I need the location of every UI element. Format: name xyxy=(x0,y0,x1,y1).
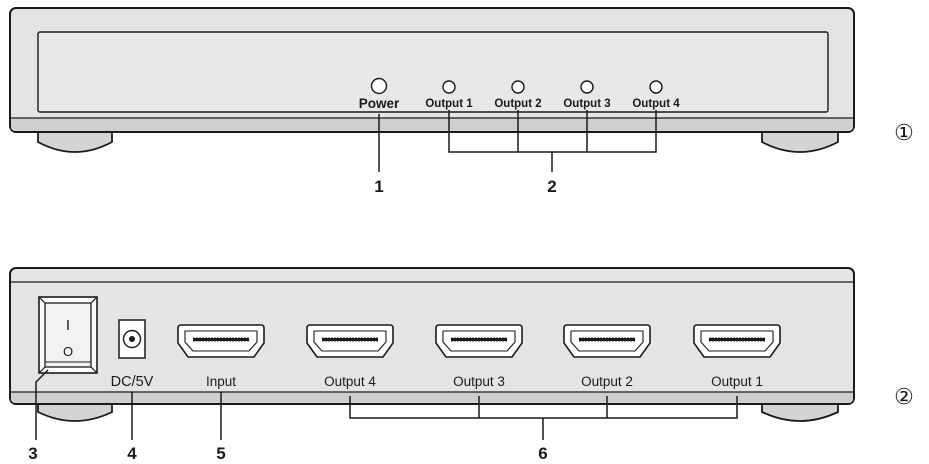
rear-output-1-label: Output 1 xyxy=(711,374,763,389)
rear-output-4-label: Output 4 xyxy=(324,374,376,389)
dc-label: DC/5V xyxy=(111,374,154,390)
switch-on-mark: I xyxy=(66,317,70,334)
callout-1-number: 1 xyxy=(374,177,383,196)
rear-output-2-label: Output 2 xyxy=(581,374,633,389)
output-4-led xyxy=(649,80,663,94)
callout-2-bracket xyxy=(448,110,657,172)
callout-3-number: 3 xyxy=(28,444,37,463)
callout-2-number: 2 xyxy=(547,177,556,196)
callout-5-number: 5 xyxy=(216,444,225,463)
power-label: Power xyxy=(359,96,400,111)
front-panel-bottom-edge xyxy=(11,118,853,131)
dc-jack[interactable] xyxy=(118,319,146,359)
rear-output-3-label: Output 3 xyxy=(453,374,505,389)
output-3-led xyxy=(580,80,594,94)
front-panel-face xyxy=(37,31,829,113)
front-output-1-label: Output 1 xyxy=(425,98,473,110)
rear-view: I O DC/5V Input Output 4 Output 3 Output… xyxy=(9,267,914,463)
hdmi-output-3-port[interactable] xyxy=(435,324,523,358)
callout-6-number: 6 xyxy=(538,444,547,463)
rear-view-marker: ② xyxy=(894,384,914,409)
output-2-led xyxy=(511,80,525,94)
hdmi-output-2-port[interactable] xyxy=(563,324,651,358)
rear-panel-body xyxy=(9,267,855,405)
callout-6-bracket xyxy=(349,396,738,440)
callout-4-number: 4 xyxy=(127,444,137,463)
front-view-marker: ① xyxy=(894,120,914,145)
hdmi-output-1-port[interactable] xyxy=(693,324,781,358)
input-label: Input xyxy=(206,374,236,389)
hdmi-ports xyxy=(177,324,781,358)
switch-off-mark: O xyxy=(63,344,73,359)
callout-3-line xyxy=(35,369,49,440)
power-switch[interactable]: I O xyxy=(38,296,98,374)
front-view: Power Output 1 Output 2 Output 3 Output … xyxy=(9,7,914,196)
front-output-2-label: Output 2 xyxy=(494,98,541,110)
hdmi-input-port[interactable] xyxy=(177,324,265,358)
front-output-3-label: Output 3 xyxy=(563,98,610,110)
power-led xyxy=(370,77,388,95)
output-1-led xyxy=(442,80,456,94)
hdmi-output-4-port[interactable] xyxy=(306,324,394,358)
front-output-4-label: Output 4 xyxy=(632,98,680,110)
